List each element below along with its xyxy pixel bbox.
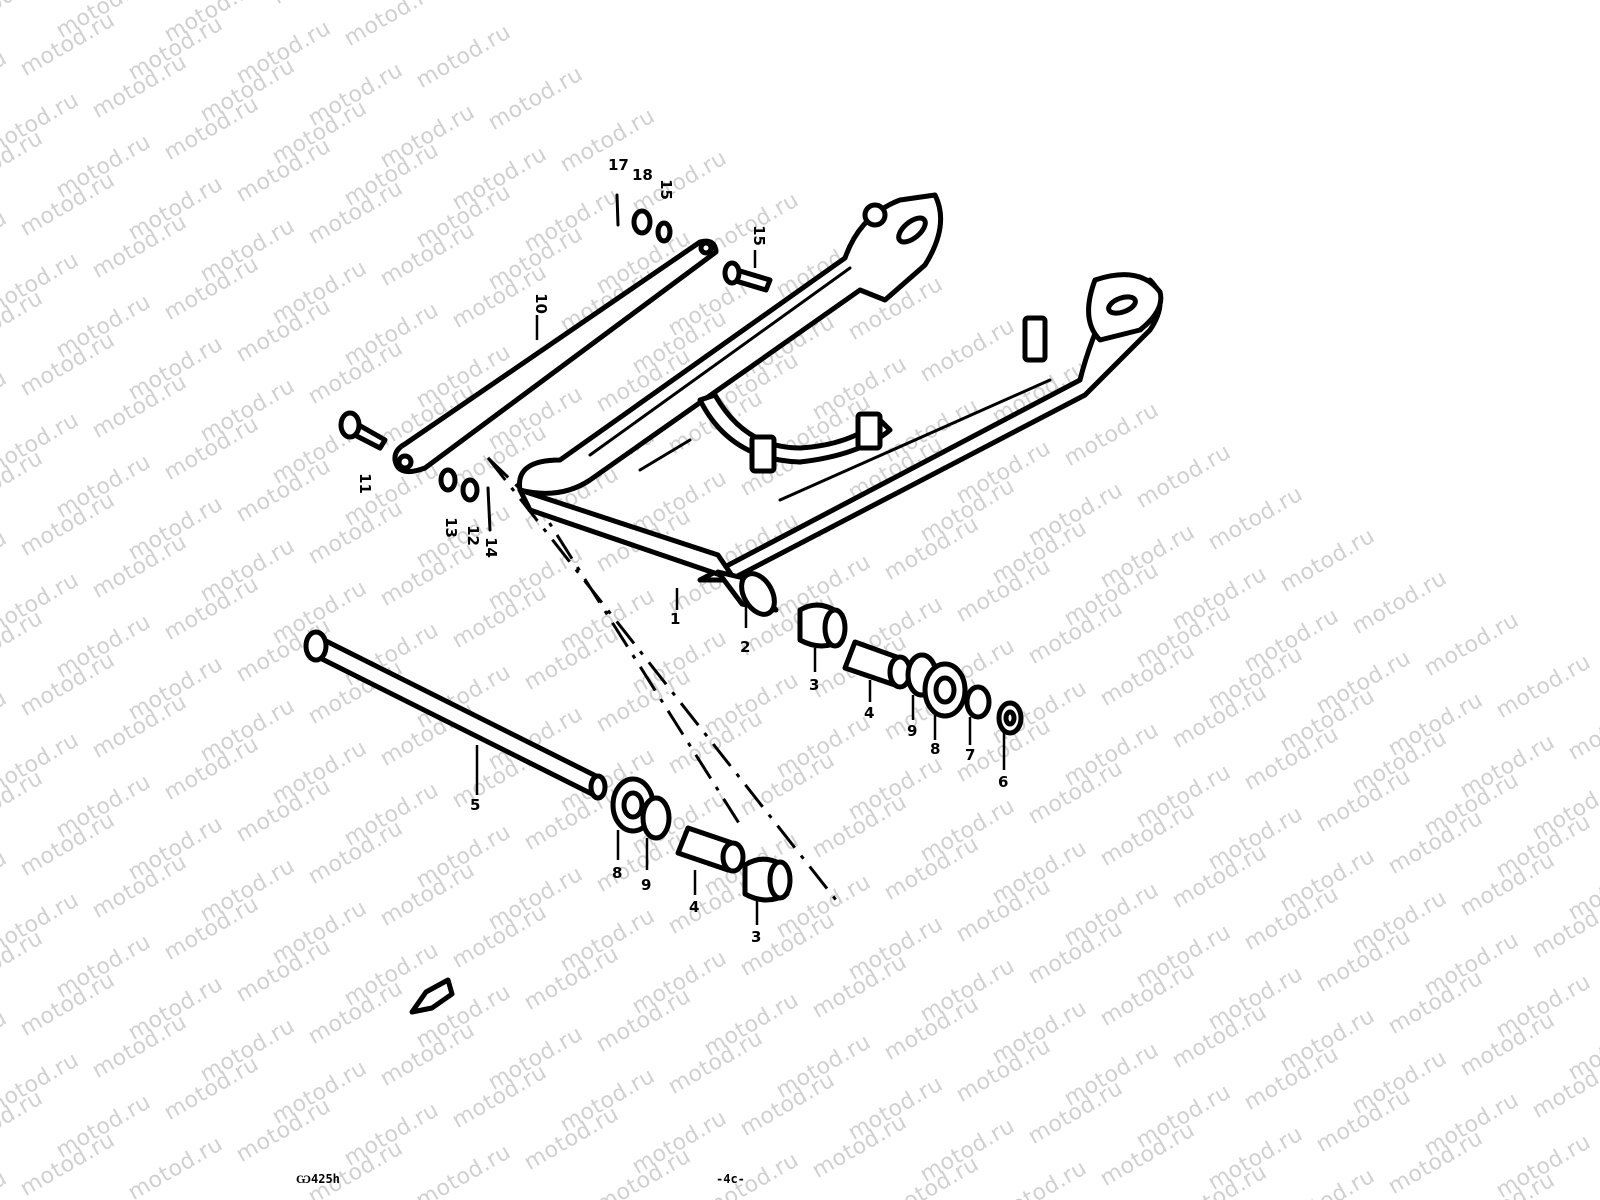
cotter-lower bbox=[486, 486, 492, 532]
left-axle-slot bbox=[896, 215, 928, 245]
washer-small bbox=[964, 684, 992, 720]
callout-label: 15 bbox=[749, 225, 768, 246]
callout-label: 4 bbox=[689, 898, 700, 916]
figure-code: Ѡ425h bbox=[296, 1172, 340, 1186]
callout-label: 5 bbox=[470, 796, 481, 814]
callout-label: 1 bbox=[670, 610, 681, 628]
callout-label: 8 bbox=[612, 864, 623, 882]
callout-label: 10 bbox=[531, 293, 550, 314]
nut-lower bbox=[460, 477, 480, 503]
nut-upper bbox=[631, 208, 653, 236]
spacer-right bbox=[842, 639, 913, 690]
leader-lines bbox=[475, 250, 1006, 925]
page-number: -4c- bbox=[716, 1172, 745, 1186]
callout-label: 9 bbox=[641, 876, 652, 894]
callout-label: 11 bbox=[355, 473, 374, 494]
swingarm-left-arm bbox=[517, 192, 944, 496]
torque-link bbox=[392, 238, 719, 475]
pivot-tube bbox=[715, 569, 779, 617]
callout-label: 12 bbox=[463, 525, 482, 546]
bolt-lower bbox=[338, 410, 388, 451]
cap-right bbox=[922, 661, 968, 719]
swingarm-shading bbox=[588, 266, 1052, 502]
callout-label: 6 bbox=[998, 773, 1009, 791]
washer-left bbox=[640, 795, 672, 841]
spacer-left bbox=[675, 825, 746, 874]
cotter-upper bbox=[615, 193, 620, 227]
callout-label: 2 bbox=[740, 638, 751, 656]
swingarm bbox=[517, 192, 1164, 583]
callout-label: 17 bbox=[608, 156, 629, 174]
callout-label: 4 bbox=[864, 704, 875, 722]
swingarm-pivot-housing bbox=[517, 487, 738, 583]
washer-lower bbox=[438, 467, 458, 493]
bushing-outer-right bbox=[797, 602, 848, 649]
washer-upper bbox=[655, 220, 673, 244]
bushing-outer-left bbox=[742, 856, 793, 903]
pivot-shaft bbox=[303, 629, 608, 801]
callout-label: 8 bbox=[930, 740, 941, 758]
right-axle-slot bbox=[1106, 294, 1138, 316]
front-direction-arrow-icon bbox=[409, 977, 455, 1015]
left-mount-hole bbox=[862, 202, 888, 228]
callout-label: 7 bbox=[965, 746, 976, 764]
callout-label: 3 bbox=[751, 928, 762, 946]
callout-label: 3 bbox=[809, 676, 820, 694]
callout-label: 13 bbox=[441, 517, 460, 538]
chain-guard-tab-1 bbox=[749, 434, 777, 474]
callout-label: 14 bbox=[481, 537, 500, 558]
callout-label: 15 bbox=[656, 179, 675, 200]
chain-guard-tab-2 bbox=[855, 411, 883, 451]
bolt-upper bbox=[722, 260, 773, 293]
nut bbox=[996, 700, 1024, 736]
callout-label: 9 bbox=[907, 722, 918, 740]
callout-label: 18 bbox=[632, 166, 653, 184]
upper-bracket-tab bbox=[1022, 315, 1048, 363]
